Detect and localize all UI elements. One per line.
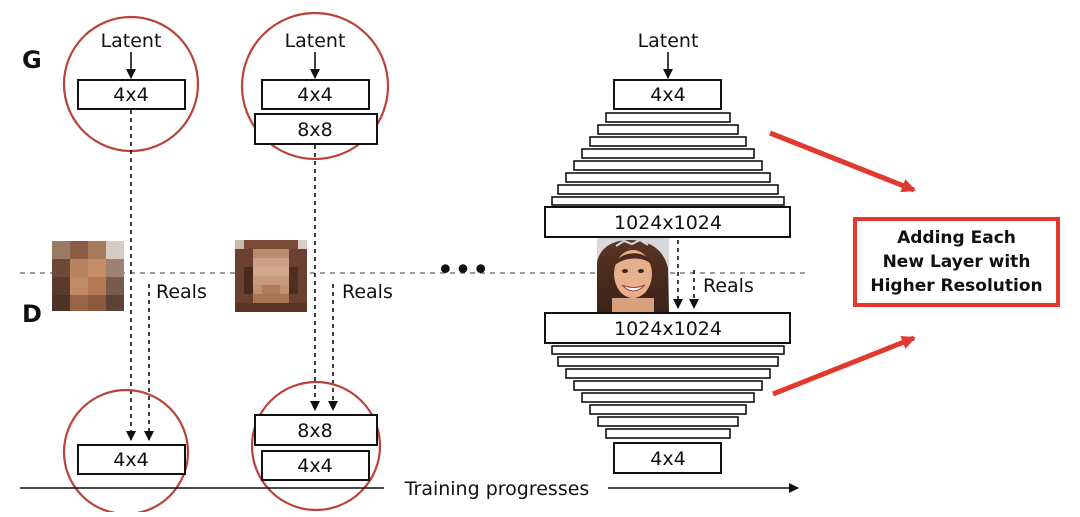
stage-3-g-intermediate-layers bbox=[551, 112, 785, 206]
stage-1-latent-label: Latent bbox=[101, 30, 162, 52]
stage-2-d-block-4x4-label: 4x4 bbox=[297, 455, 332, 477]
training-progresses-label: Training progresses bbox=[404, 478, 590, 500]
stage-3-g-block-1024 bbox=[544, 206, 791, 238]
stage-2-d-highlight bbox=[250, 380, 382, 512]
discriminator-label: D bbox=[22, 300, 42, 328]
stage-2-reals-label: Reals bbox=[342, 281, 393, 303]
stage-1-d-block-label: 4x4 bbox=[113, 449, 148, 471]
blurred-face-8x8-image bbox=[235, 240, 307, 312]
callout-arrow-discriminator bbox=[772, 335, 916, 397]
stage-1-d-block-4x4 bbox=[77, 444, 186, 475]
ellipsis: ••• bbox=[436, 253, 489, 288]
stage-2-g-block-8x8 bbox=[254, 113, 378, 145]
stage-3-d-block-4x4-label: 4x4 bbox=[650, 448, 685, 470]
generator-label: G bbox=[22, 46, 42, 74]
stage-3-d-block-1024 bbox=[544, 312, 791, 344]
callout-label: Adding Each New Layer with Higher Resolu… bbox=[870, 228, 1043, 296]
stage-2: Latent 4x4 8x8 Reals 8x8 bbox=[235, 11, 393, 512]
stage-3-reals-label: Reals bbox=[703, 275, 754, 297]
stage-2-g-block-4x4 bbox=[261, 79, 370, 110]
stage-2-d-block-8x8-label: 8x8 bbox=[297, 420, 332, 442]
stage-3-d-block-4x4 bbox=[613, 442, 722, 474]
stage-2-g-block-8x8-label: 8x8 bbox=[297, 119, 332, 141]
stage-2-d-block-8x8 bbox=[254, 414, 378, 446]
stage-2-latent-label: Latent bbox=[285, 30, 346, 52]
stage-1: Latent 4x4 Reals 4x4 bbox=[52, 15, 207, 516]
stage-3-g-block-1024-label: 1024x1024 bbox=[614, 212, 722, 234]
stage-1-reals-label: Reals bbox=[156, 281, 207, 303]
stage-3-g-block-4x4-label: 4x4 bbox=[650, 84, 685, 106]
stage-2-g-highlight bbox=[240, 11, 390, 161]
stage-2-d-block-4x4 bbox=[261, 450, 370, 481]
stage-3-d-intermediate-layers bbox=[551, 345, 785, 439]
stage-2-g-block-4x4-label: 4x4 bbox=[297, 84, 332, 106]
stage-3: Latent 4x4 1024x1024 bbox=[544, 30, 791, 474]
stage-3-g-block-4x4 bbox=[613, 79, 722, 110]
callout-box: Adding Each New Layer with Higher Resolu… bbox=[853, 217, 1060, 307]
stage-3-latent-label: Latent bbox=[638, 30, 699, 52]
stage-3-d-block-1024-label: 1024x1024 bbox=[614, 318, 722, 340]
blurred-face-4x4-image bbox=[52, 241, 124, 311]
callout-arrow-generator bbox=[769, 130, 916, 193]
stage-1-g-block-label: 4x4 bbox=[113, 84, 148, 106]
stage-1-g-block-4x4 bbox=[77, 79, 186, 110]
face-photo-1024-image bbox=[597, 238, 669, 313]
